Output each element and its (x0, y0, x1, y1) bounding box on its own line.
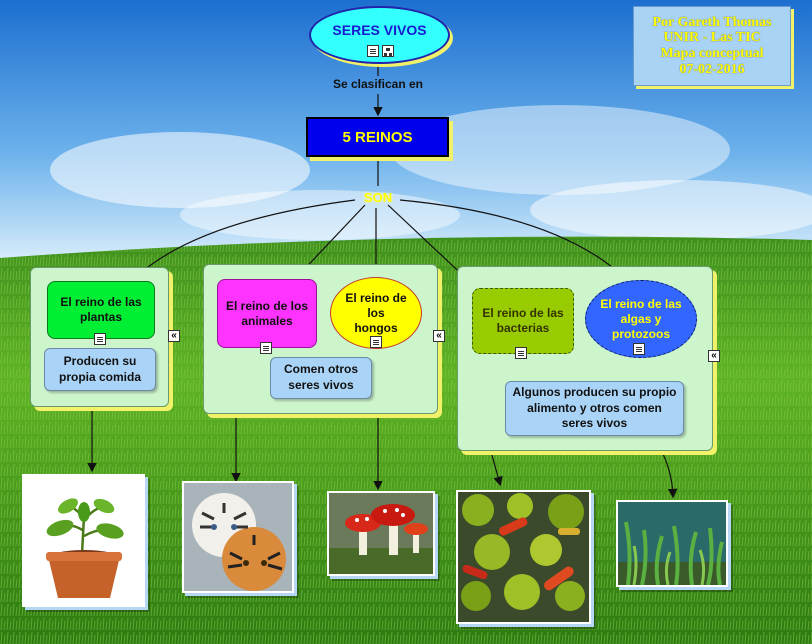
credit-type: Mapa conceptual (660, 46, 764, 61)
root-concept[interactable]: SERES VIVOS (309, 6, 450, 64)
concept-animales-label: El reino de los animales (225, 298, 309, 328)
author-credit-box: Por Gareth Thomas UNIR - Las TIC Mapa co… (633, 6, 791, 86)
collapse-icon[interactable]: « (708, 350, 720, 362)
concept-map-icon[interactable] (382, 45, 394, 57)
collapse-icon[interactable]: « (433, 330, 445, 342)
concept-bacterias-label: El reino de las bacterias (482, 306, 564, 335)
plant-pot-image (22, 474, 145, 607)
document-icon[interactable] (370, 336, 382, 348)
concept-algas-label: El reino de las algas y protozoos (600, 296, 682, 341)
concept-animales[interactable]: El reino de los animales (217, 279, 317, 348)
root-concept-label: SERES VIVOS (332, 22, 427, 38)
document-icon[interactable] (633, 343, 645, 355)
concept-hongos[interactable]: El reino de los hongos (330, 277, 422, 349)
concept-bacterias[interactable]: El reino de las bacterias (472, 288, 574, 354)
document-icon[interactable] (260, 342, 272, 354)
bacteria-image (456, 490, 591, 624)
document-icon[interactable] (367, 45, 379, 57)
link-phrase-classify: Se clasifican en (332, 77, 424, 91)
credit-institution: UNIR - Las TIC (663, 30, 761, 46)
credit-date: 07-02-2016 (679, 61, 745, 77)
main-concept[interactable]: 5 REINOS (306, 117, 449, 157)
document-icon[interactable] (94, 333, 106, 345)
algae-image (616, 500, 728, 587)
concept-plantas[interactable]: El reino de las plantas (47, 281, 155, 339)
credit-author: Por Gareth Thomas (652, 14, 772, 30)
collapse-icon[interactable]: « (168, 330, 180, 342)
document-icon[interactable] (515, 347, 527, 359)
main-concept-label: 5 REINOS (342, 128, 413, 146)
tigers-image (182, 481, 294, 593)
desc-animales-hongos: Comen otros seres vivos (270, 357, 372, 399)
mushrooms-image (327, 491, 435, 576)
desc-bacterias-algas: Algunos producen su propio alimento y ot… (505, 381, 684, 436)
concept-hongos-label: El reino de los hongos (345, 290, 407, 335)
concept-plantas-label: El reino de las plantas (60, 295, 142, 324)
link-phrase-son: SON (363, 190, 393, 205)
desc-plantas: Producen su propia comida (44, 348, 156, 391)
